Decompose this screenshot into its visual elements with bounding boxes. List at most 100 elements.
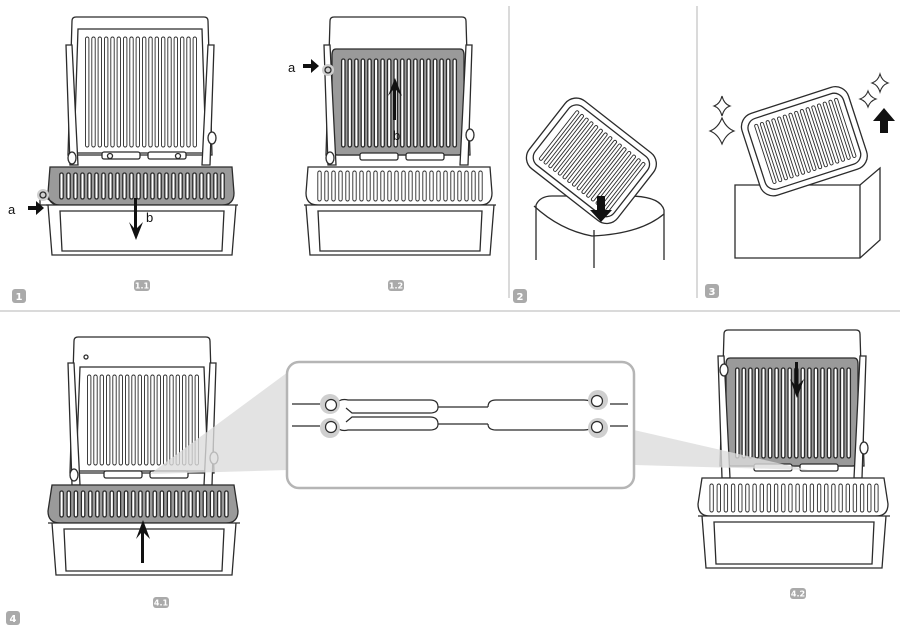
plate-rib [759,483,764,513]
plate-rib [159,490,165,518]
plate-rib [399,58,405,148]
plate-rib [150,172,155,200]
plate-rib [110,36,115,148]
plate-rib [180,36,185,148]
plate-rib [347,58,353,148]
plate-rib [445,58,451,148]
plate-rib [352,170,357,202]
plate-rib [213,172,218,200]
plate-rib [331,170,336,202]
plate-rib [586,147,627,198]
plate-rib [576,139,618,191]
plate-rib [118,374,123,466]
plate-rib [188,490,193,518]
step-badge-1: 1 [12,289,26,303]
svg-text:4.1: 4.1 [154,599,169,608]
plate-rib [831,483,836,513]
plate-rib [816,103,840,164]
plate-rib [108,172,113,200]
plate-rib [754,123,777,184]
plate-dishwasher-figure [525,97,665,268]
plate-rib [59,490,64,518]
plate-rib [380,58,385,148]
plate-rib [360,58,366,148]
plate-rib [91,36,96,148]
substep-badge-4-1: 4.1 [153,597,169,608]
plate-rib [787,367,793,459]
plate-rib [432,58,438,148]
plate-rib [59,172,64,200]
step-badge-4: 4 [6,611,20,625]
plate-rib [138,490,143,518]
arrow-down-icon [790,362,804,398]
plate-rib [178,172,183,200]
plate-rib [413,58,418,148]
plate-rib [373,170,378,202]
plate-rib [130,490,136,518]
plate-rib [809,483,815,513]
arrow-right-icon [28,201,44,215]
plate-rib [220,172,225,200]
svg-text:1.2: 1.2 [389,282,403,291]
plate-rib [192,172,197,200]
upper-plate-ribs [87,374,199,466]
plate-rib [822,101,845,162]
plate-rib [816,483,822,513]
plate-rib [799,109,823,170]
plate-rib [761,367,766,459]
plate-rib [807,367,812,459]
plate-rib [216,490,222,518]
plate-rib [759,122,783,183]
plate-rib [723,483,729,513]
arrow-up-icon [873,108,895,133]
plate-rib [367,58,372,148]
plate-rib [175,374,180,466]
plate-rib [317,170,322,202]
plate-rib [443,170,448,202]
plate-rib [406,58,412,148]
plate-rib [87,374,92,466]
plate-rib [354,58,359,148]
substep-badge-1-1: 1.1 [134,280,150,291]
plate-rib [135,36,140,148]
arrow-up-icon [388,78,402,120]
plate-rib [387,170,392,202]
plate-rib [97,36,102,148]
plate-rib [150,374,155,466]
plate-rib [464,170,469,202]
plate-rib [788,112,811,173]
plate-rib [795,483,800,513]
plate-rib [122,172,127,200]
plate-rib [181,490,186,518]
plate-rib [457,170,462,202]
plate-rib [166,490,172,518]
plate-rib [838,483,843,513]
plate-rib [800,367,806,459]
plate-rib [129,36,134,148]
plate-rib [450,170,455,202]
plate-rib [408,170,413,202]
plate-rib [805,107,828,168]
plate-rib [788,483,793,513]
plate-rib [826,367,832,459]
plate-rib [774,367,779,459]
plate-rib [73,172,78,200]
arrow-down-icon [590,196,612,222]
plate-rib [192,36,197,148]
plate-rib [794,110,817,171]
plate-rib [439,58,444,148]
plate-rib [572,136,613,187]
step-badge-2: 2 [513,289,527,303]
label-a: a [288,60,296,75]
plate-rib [471,170,476,202]
plate-rib [109,490,115,518]
plate-rib [820,367,825,459]
plate-rib [373,58,379,148]
plate-rib [813,367,819,459]
plate-rib [129,172,134,200]
plate-rib [415,170,420,202]
plate-rib [846,367,852,459]
plate-rib [380,170,385,202]
plate-rib [66,490,72,518]
plate-rib [874,483,879,513]
